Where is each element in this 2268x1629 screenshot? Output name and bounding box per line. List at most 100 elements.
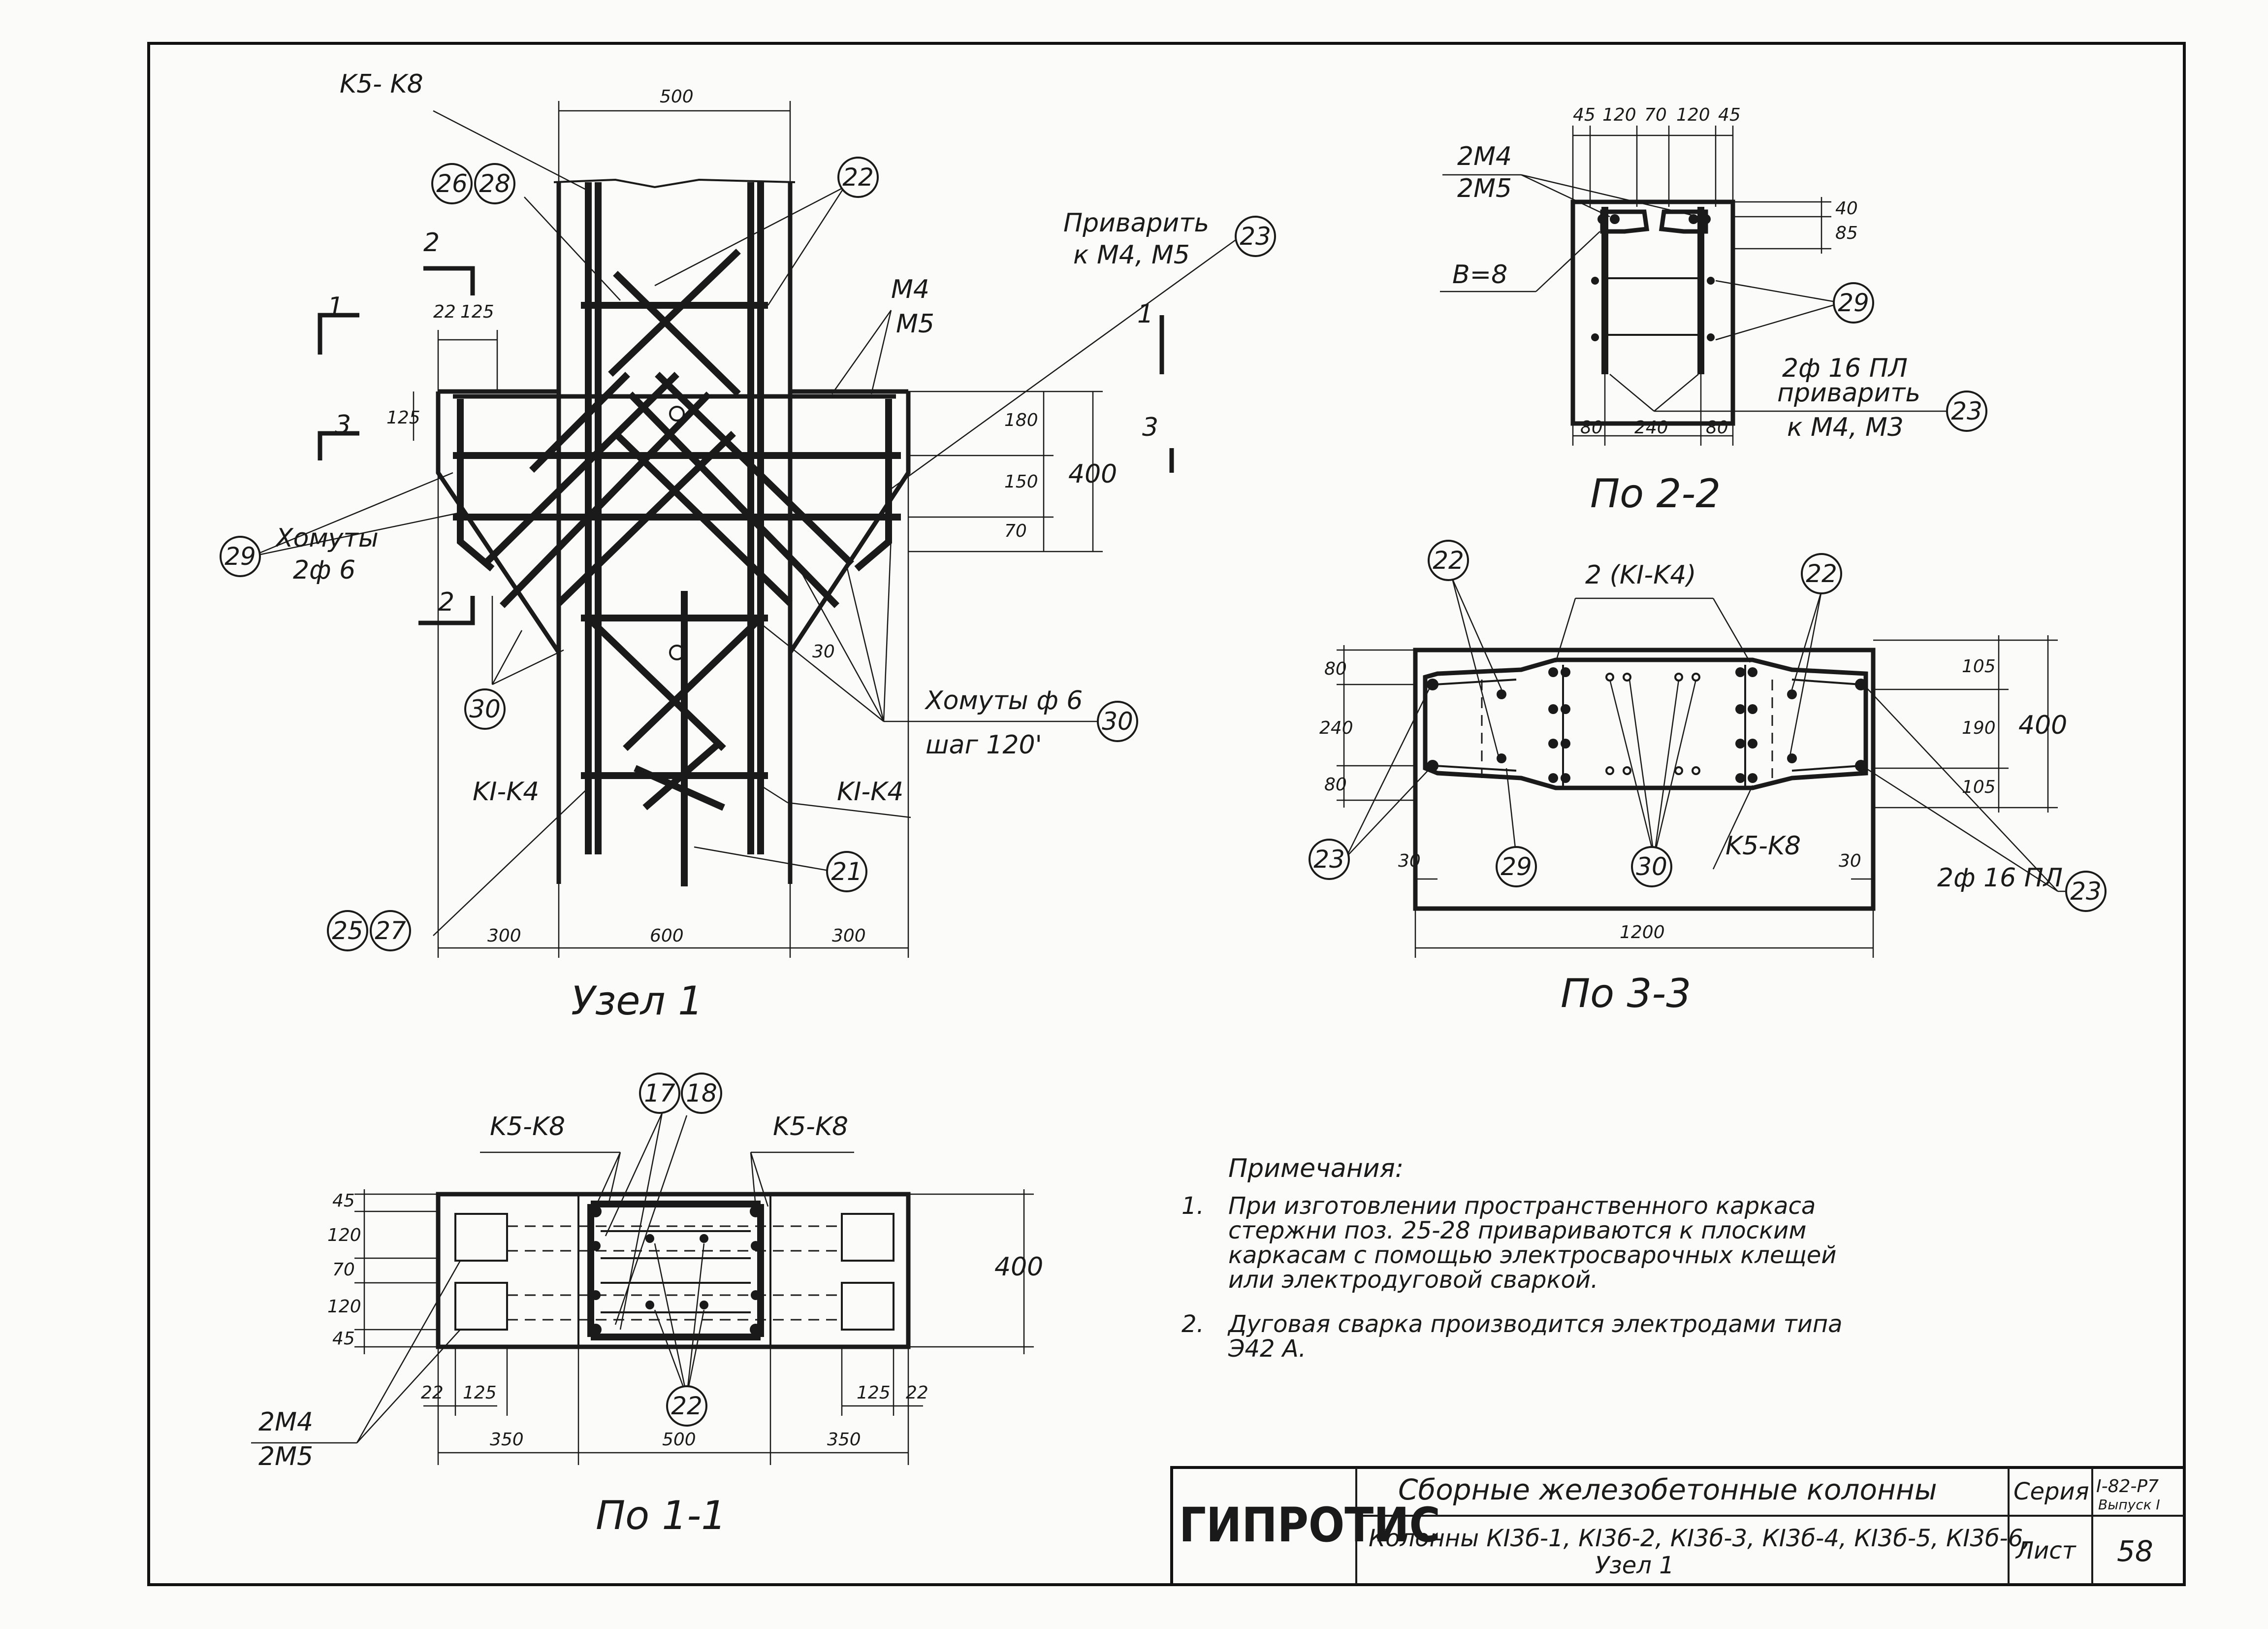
note-1-line-1: При изготовлении пространственного карка… <box>1228 1192 1816 1220</box>
po33-dim: 105 <box>1962 656 1996 677</box>
po11-m4: 2М4 <box>258 1407 313 1437</box>
po22-note-2: приварить <box>1777 378 1920 408</box>
uzel1-section-1-left: 1 <box>327 292 344 322</box>
po22-callout: 23 <box>1951 397 1982 425</box>
po11-dim: 400 <box>994 1252 1043 1282</box>
uzel1-title: Узел 1 <box>571 978 703 1024</box>
title-block-subtitle-1: Колонны КI3б-1, КI3б-2, КI3б-3, КI3б-4, … <box>1369 1525 2031 1552</box>
po33-callout: 22 <box>1806 559 1837 588</box>
po11-dim: 22 <box>421 1383 444 1403</box>
po22-dim: 120 <box>1676 105 1710 125</box>
uzel1-dim-400: 400 <box>1068 459 1117 489</box>
uzel1-section-2-lower: 2 <box>438 587 454 617</box>
po33-title: По 3-3 <box>1561 971 1691 1016</box>
title-block-title: Сборные железобетонные колонны <box>1398 1473 1937 1506</box>
po33-dim: 1200 <box>1620 922 1665 943</box>
uzel1-stirrups-right-2: шаг 120' <box>926 730 1042 760</box>
view-po-1-1 <box>251 1073 1034 1465</box>
uzel1-callout: 26 <box>436 169 468 198</box>
po11-callout: 18 <box>686 1079 717 1108</box>
view-uzel-1 <box>220 101 1276 958</box>
po11-label-k5k8-right: K5-K8 <box>773 1112 848 1141</box>
uzel1-dim-30: 30 <box>812 642 835 662</box>
po22-dim: 70 <box>1644 105 1667 125</box>
po33-callout: 29 <box>1501 852 1532 881</box>
uzel1-callout: 25 <box>332 916 363 945</box>
po22-dim: 80 <box>1580 418 1603 438</box>
uzel1-section-1-right: 1 <box>1137 299 1153 329</box>
po22-m5: 2М5 <box>1457 174 1512 203</box>
po11-dim: 45 <box>332 1329 355 1349</box>
uzel1-callout: 29 <box>224 542 256 571</box>
po33-dim: 80 <box>1324 775 1347 795</box>
uzel1-callout: 28 <box>479 169 511 198</box>
note-1-num: 1. <box>1182 1192 1204 1220</box>
note-2-num: 2. <box>1182 1310 1204 1338</box>
po11-dim: 120 <box>327 1297 361 1317</box>
po22-dim: 85 <box>1835 223 1858 243</box>
title-block <box>1170 1466 2186 1586</box>
uzel1-section-3-right: 3 <box>1142 413 1158 442</box>
uzel1-dim-70: 70 <box>1004 521 1027 541</box>
po33-callout: 23 <box>1313 845 1345 874</box>
po11-dim: 500 <box>662 1430 696 1450</box>
uzel1-label-k5k8: K5- K8 <box>340 69 423 99</box>
po11-dim: 125 <box>463 1383 497 1403</box>
note-1-line-3: каркасам с помощью электросварочных клещ… <box>1228 1241 1836 1269</box>
po11-dim: 350 <box>827 1430 861 1450</box>
po33-dim: 80 <box>1324 659 1347 679</box>
uzel1-dim-600: 600 <box>650 926 684 946</box>
note-2-line-1: Дуговая сварка производится электродами … <box>1227 1310 1843 1338</box>
uzel1-callout: 30 <box>469 695 501 723</box>
notes-heading: Примечания: <box>1228 1154 1404 1183</box>
po22-dim: 80 <box>1706 418 1728 438</box>
po33-dim: 190 <box>1962 718 1996 738</box>
uzel1-m5: М5 <box>896 309 934 339</box>
uzel1-dim-125: 125 <box>460 302 494 322</box>
uzel1-dim-150: 150 <box>1004 472 1038 492</box>
uzel1-section-2: 2 <box>423 228 440 258</box>
view-po-2-2 <box>1440 126 1987 446</box>
po33-dim: 400 <box>2018 711 2067 740</box>
view-po-3-3 <box>1309 540 2107 958</box>
po11-dim: 125 <box>857 1383 891 1403</box>
uzel1-dim-top-500: 500 <box>660 87 694 107</box>
po11-dim: 120 <box>327 1225 361 1245</box>
uzel1-callout: 23 <box>1240 222 1271 251</box>
title-block-subtitle-2: Узел 1 <box>1595 1552 1674 1579</box>
title-block-series-value-1: I-82-Р7 <box>2096 1476 2159 1497</box>
po22-dim: 45 <box>1573 105 1596 125</box>
po11-callout: 22 <box>671 1392 703 1420</box>
uzel1-label-k1k4-right: KI-K4 <box>837 777 903 807</box>
uzel1-callout: 27 <box>375 916 406 945</box>
po33-label-k5k8: K5-K8 <box>1725 831 1801 861</box>
uzel1-weld-note-1: Приварить <box>1063 208 1209 238</box>
po22-title: По 2-2 <box>1590 471 1721 517</box>
uzel1-dim-22: 22 <box>433 302 456 322</box>
po33-callout: 22 <box>1433 546 1464 575</box>
uzel1-dim-300-right: 300 <box>832 926 866 946</box>
po33-label-k1k4: 2 (KI-K4) <box>1585 560 1696 590</box>
title-block-org: ГИПРОТИС <box>1179 1498 1440 1553</box>
note-1-line-4: или электродуговой сваркой. <box>1228 1266 1598 1294</box>
po33-dim: 240 <box>1319 718 1353 738</box>
uzel1-weld-note-2: к М4, М5 <box>1073 240 1190 270</box>
sheet-frame <box>147 42 2186 1586</box>
po11-label-k5k8-left: K5-K8 <box>490 1112 565 1141</box>
po11-dim: 70 <box>332 1260 355 1280</box>
uzel1-section-3-left: 3 <box>335 410 351 440</box>
po22-b8: B=8 <box>1452 260 1507 290</box>
uzel1-callout: 21 <box>831 857 862 886</box>
po22-note-3: к М4, М3 <box>1787 413 1904 442</box>
uzel1-stirrups-left-2: 2ф 6 <box>293 555 355 585</box>
po11-dim: 45 <box>332 1191 355 1211</box>
po22-dim: 40 <box>1835 198 1858 219</box>
uzel1-m4: М4 <box>891 275 929 304</box>
po33-dim: 30 <box>1398 851 1421 871</box>
uzel1-callout: 22 <box>842 163 874 192</box>
po11-dim: 22 <box>906 1383 928 1403</box>
po33-callout: 30 <box>1636 852 1667 881</box>
po11-dim: 350 <box>490 1430 524 1450</box>
title-block-series-label: Серия <box>2013 1478 2089 1505</box>
